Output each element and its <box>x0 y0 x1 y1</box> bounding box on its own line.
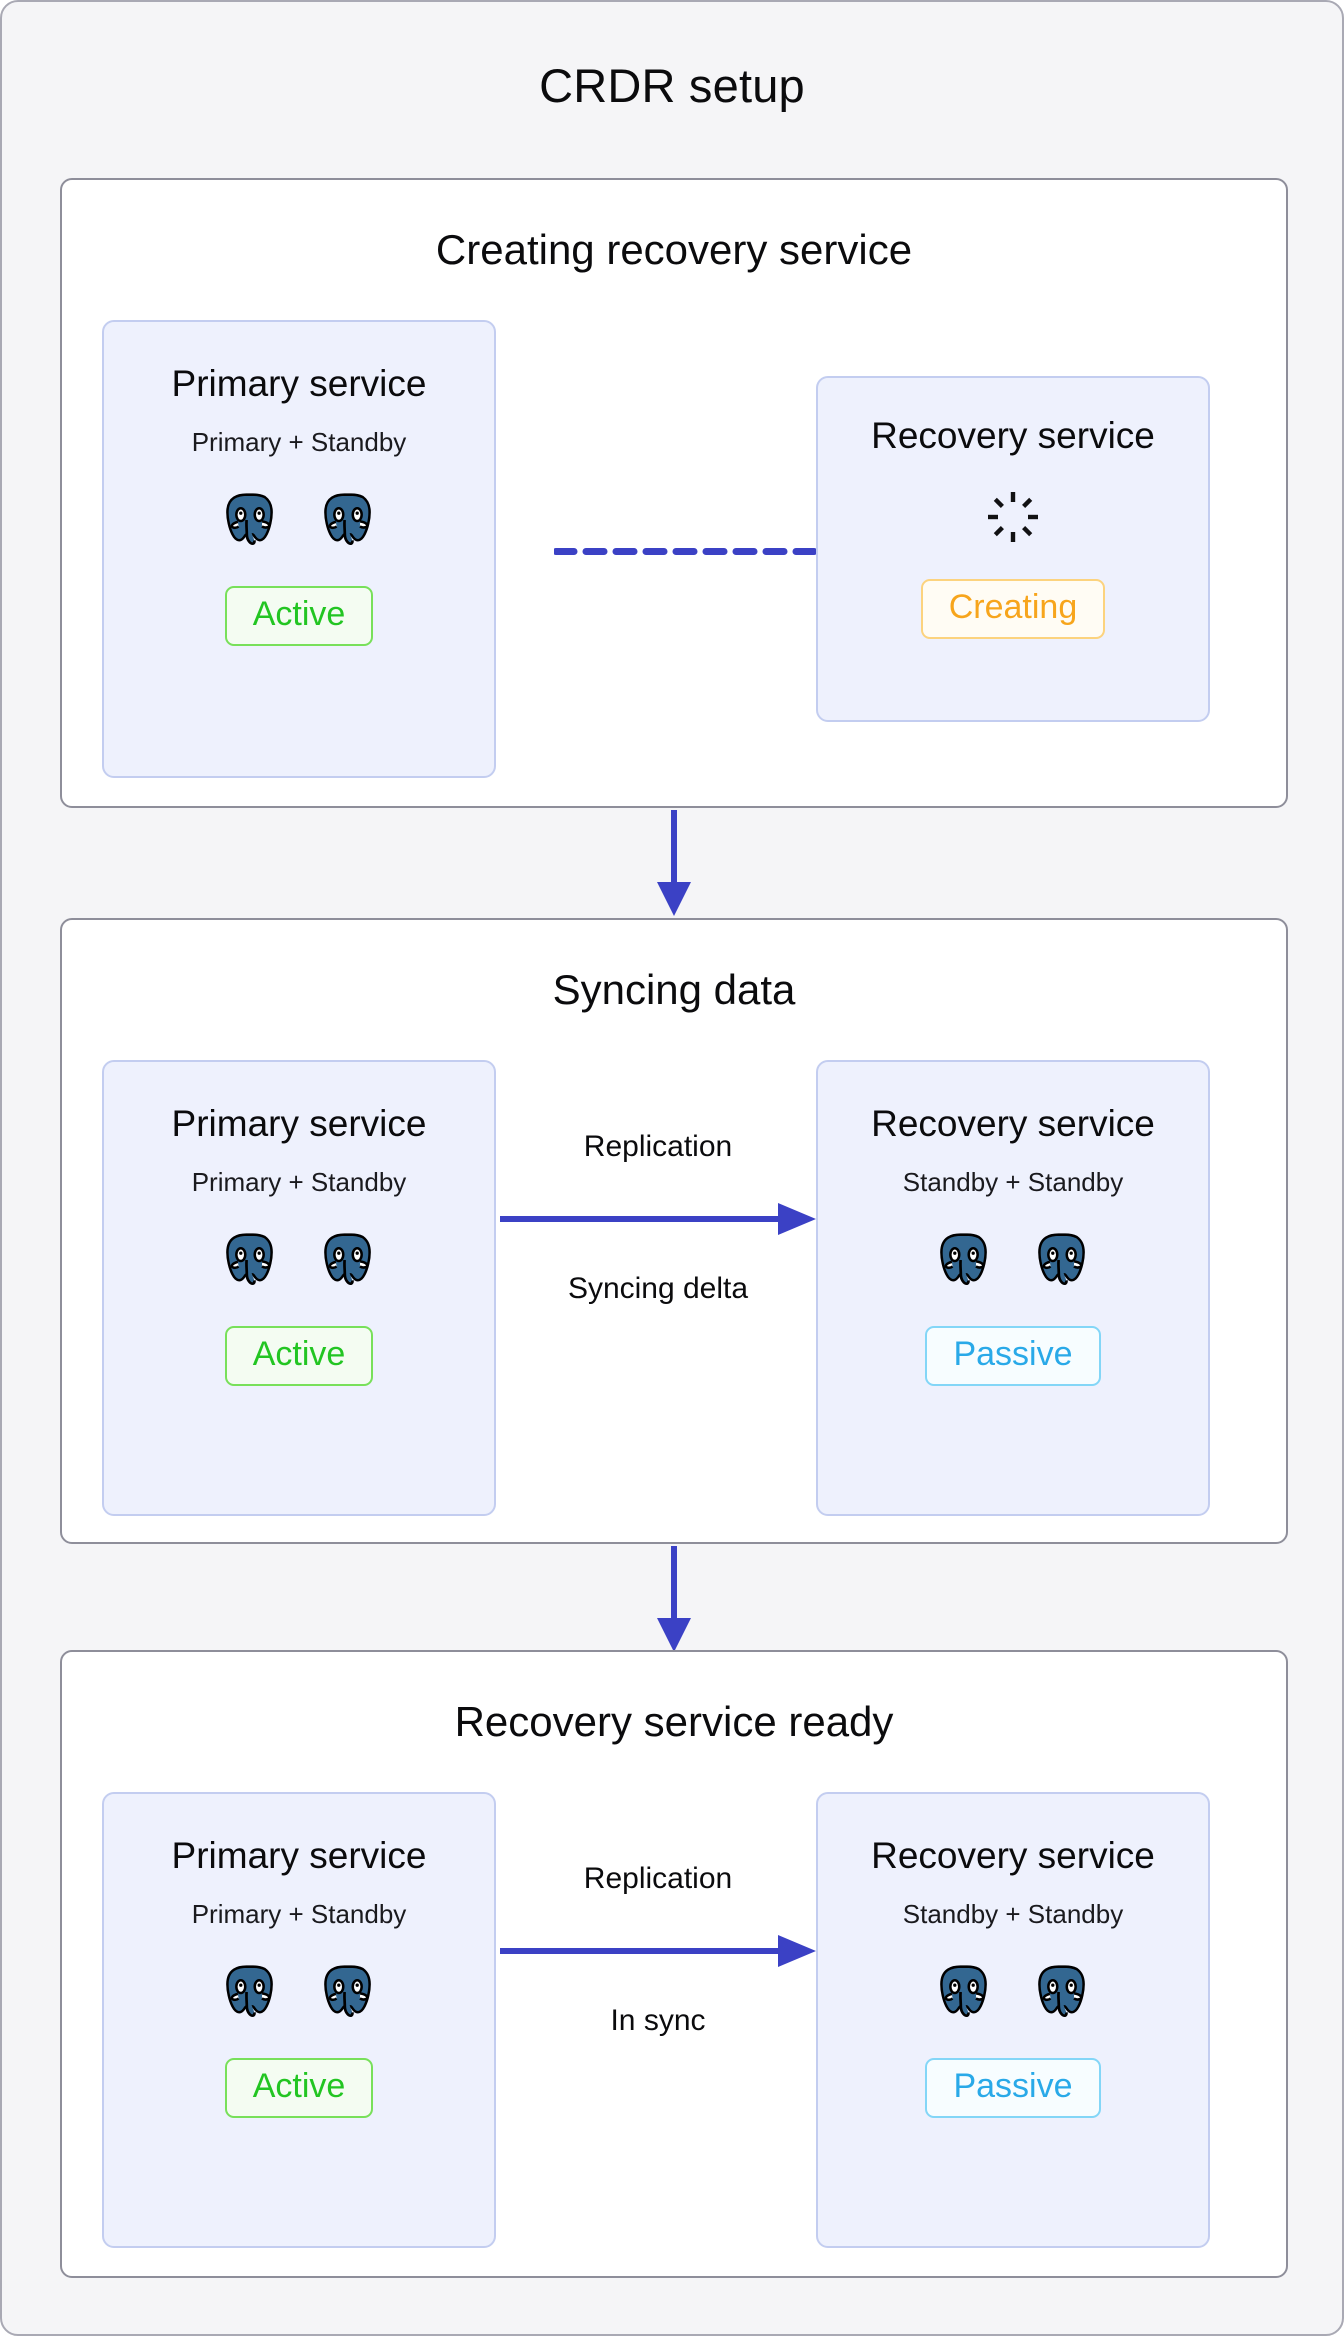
replication-connector: Replication In sync <box>498 1862 818 2038</box>
primary-service-card: Primary service Primary + Standby <box>102 1060 496 1516</box>
replication-label-bottom: In sync <box>610 2004 706 2037</box>
card-subtitle: Primary + Standby <box>191 1166 407 1197</box>
postgres-icon <box>226 493 273 545</box>
spinner-icon <box>985 489 1041 545</box>
card-subtitle: Standby + Standby <box>902 1166 1124 1197</box>
status-badge: Active <box>224 585 374 646</box>
status-badge: Passive <box>925 1325 1101 1386</box>
card-subtitle: Standby + Standby <box>902 1898 1124 1929</box>
card-title: Recovery service <box>871 1835 1155 1876</box>
card-title: Recovery service <box>871 1103 1155 1144</box>
card-title: Primary service <box>171 363 427 404</box>
stage-panel-syncing-data: Syncing data Primary service Primary + S… <box>60 918 1288 1544</box>
postgres-node-row <box>219 488 379 550</box>
replication-label-top: Replication <box>583 1130 733 1163</box>
dashed-connector <box>552 542 818 555</box>
postgres-icon <box>1038 1233 1085 1285</box>
right-arrow-icon <box>498 1934 818 1968</box>
replication-label-top: Replication <box>583 1862 733 1895</box>
postgres-icon <box>324 1233 371 1285</box>
card-subtitle: Primary + Standby <box>191 426 407 457</box>
postgres-icon <box>226 1233 273 1285</box>
primary-service-card: Primary service Primary + Standby <box>102 320 496 778</box>
page-title: CRDR setup <box>539 59 805 112</box>
stage-panel-recovery-service-ready: Recovery service ready Primary service P… <box>60 1650 1288 2278</box>
recovery-service-card: Recovery service Creating <box>816 376 1210 722</box>
postgres-node-row <box>933 1228 1093 1290</box>
postgres-node-row <box>933 1960 1093 2022</box>
stage-panel-creating-recovery-service: Creating recovery service Primary servic… <box>60 178 1288 808</box>
stage-title: Creating recovery service <box>435 226 913 273</box>
card-title: Primary service <box>171 1103 427 1144</box>
postgres-icon <box>940 1233 987 1285</box>
recovery-service-card: Recovery service Standby + Standby <box>816 1060 1210 1516</box>
card-title: Recovery service <box>871 415 1155 456</box>
postgres-node-row <box>219 1960 379 2022</box>
replication-connector: Replication Syncing delta <box>498 1130 818 1306</box>
postgres-icon <box>1038 1965 1085 2017</box>
right-arrow-icon <box>498 1202 818 1236</box>
status-badge: Creating <box>920 578 1106 639</box>
postgres-icon <box>324 1965 371 2017</box>
card-subtitle: Primary + Standby <box>191 1898 407 1929</box>
primary-service-card: Primary service Primary + Standby <box>102 1792 496 2248</box>
down-arrow-icon <box>650 808 698 918</box>
postgres-icon <box>226 1965 273 2017</box>
stage-title: Syncing data <box>552 966 796 1013</box>
postgres-icon <box>324 493 371 545</box>
status-badge: Active <box>224 1325 374 1386</box>
stage-title: Recovery service ready <box>454 1698 894 1745</box>
status-badge: Active <box>224 2057 374 2118</box>
postgres-node-row <box>219 1228 379 1290</box>
replication-label-bottom: Syncing delta <box>567 1272 749 1305</box>
down-arrow-icon <box>650 1544 698 1654</box>
card-title: Primary service <box>171 1835 427 1876</box>
postgres-icon <box>940 1965 987 2017</box>
recovery-service-card: Recovery service Standby + Standby <box>816 1792 1210 2248</box>
status-badge: Passive <box>925 2057 1101 2118</box>
